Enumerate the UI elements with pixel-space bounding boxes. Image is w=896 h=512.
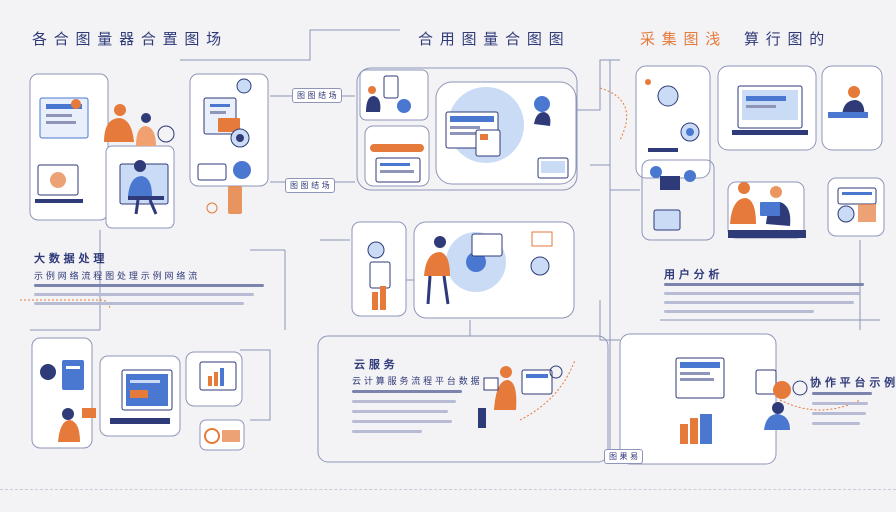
title-right-orange: 采 集 图 浅 — [640, 30, 722, 48]
title-middle: 合 用 图 量 合 图 图 — [418, 30, 565, 48]
title-right-blue: 算 行 图 的 — [744, 30, 826, 48]
center-cluster — [351, 221, 575, 319]
left-bottom-cluster — [31, 337, 245, 451]
bottom-center-tag: 图 果 易 — [604, 449, 644, 464]
left-section-heading: 大 数 据 处 理 — [34, 252, 105, 265]
connector-lines — [30, 29, 880, 460]
bottom-center-subtitle: 云 计 算 服 务 流 程 平 台 数 据 — [352, 377, 480, 387]
bottom-dashed-rule — [0, 489, 896, 490]
bottom-center-cluster — [317, 335, 609, 463]
bottom-right-heading: 协 作 平 台 示 例 — [810, 376, 896, 389]
middle-top-cluster — [356, 67, 578, 191]
mid-connector-tag: 图 图 结 场 — [285, 178, 335, 193]
left-top-cluster — [29, 73, 269, 229]
right-top-cluster — [635, 65, 885, 241]
top-connector-tag: 图 图 结 场 — [292, 88, 342, 103]
left-section-subtitle: 示 例 网 络 流 程 图 处 理 示 例 网 络 流 — [34, 272, 198, 282]
right-section-heading: 用 户 分 析 — [664, 268, 720, 281]
bottom-center-heading: 云 服 务 — [354, 358, 395, 371]
title-left: 各 合 图 量 器 合 置 图 场 — [32, 30, 223, 48]
bottom-right-cluster — [619, 333, 808, 465]
